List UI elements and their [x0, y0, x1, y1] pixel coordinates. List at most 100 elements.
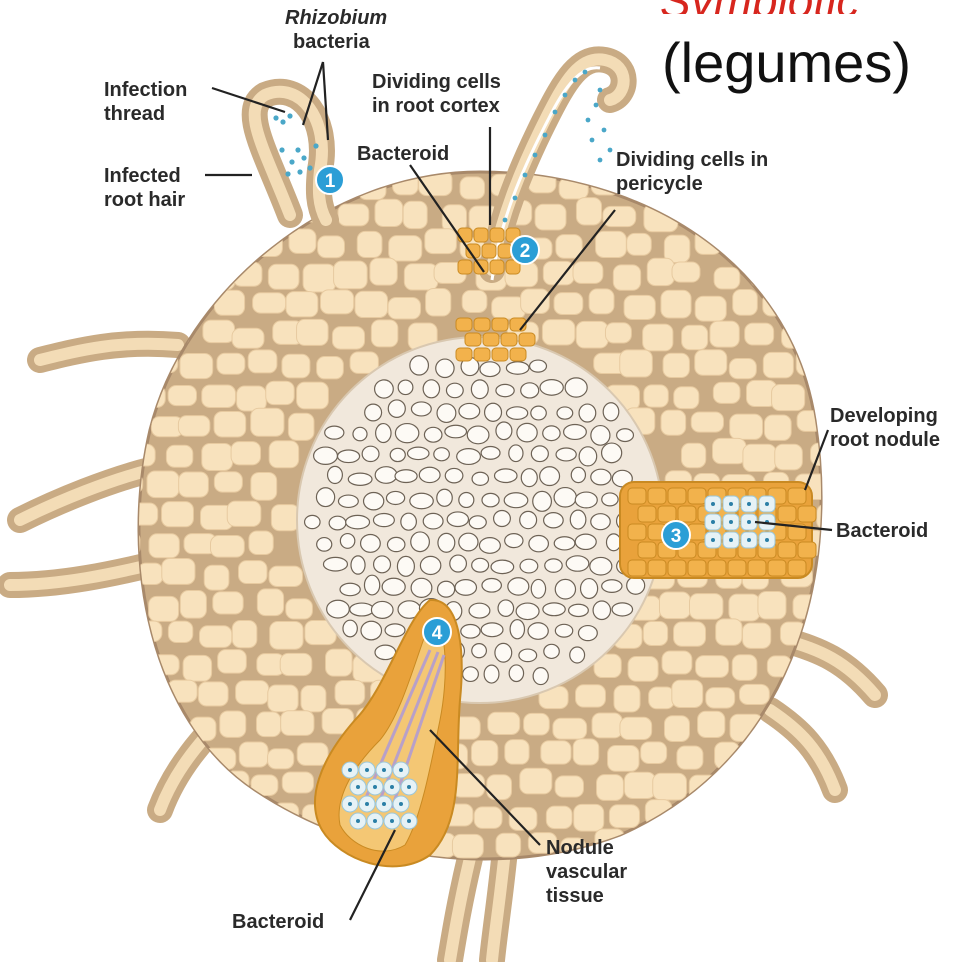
bacteroid-nucleus — [729, 538, 733, 542]
cortex-cell — [249, 531, 273, 555]
cortex-cell — [403, 201, 427, 228]
cortex-cell — [199, 798, 227, 825]
cortex-cell — [535, 204, 566, 230]
cortex-cell — [672, 262, 700, 282]
cortex-cell — [248, 350, 277, 373]
stele-cell — [323, 557, 347, 571]
cortex-cell — [318, 236, 345, 258]
bacteroid-nucleus — [348, 802, 352, 806]
stele-cell — [361, 534, 381, 552]
bacteroid-nucleus — [390, 785, 394, 789]
cortex-cell — [288, 838, 313, 859]
cortex-dividing-cell — [490, 228, 504, 242]
cortex-cell — [388, 298, 421, 320]
stele-cell — [423, 513, 443, 529]
cortex-cell — [576, 685, 606, 707]
bacteroid-nucleus — [711, 502, 715, 506]
cortex-cell — [728, 834, 762, 861]
label-rhizobium: Rhizobium — [285, 6, 387, 30]
pericycle-dividing-cell — [519, 333, 535, 346]
cortex-cell — [576, 198, 601, 225]
nodule-3-cell — [658, 506, 676, 522]
stele-cell — [530, 360, 547, 372]
cortex-cell — [236, 681, 269, 705]
cortex-cell — [592, 713, 622, 738]
bacterium — [598, 88, 603, 93]
cortex-cell — [541, 741, 571, 764]
bacteroid-nucleus — [765, 538, 769, 542]
cortex-cell — [589, 289, 614, 314]
cortex-cell — [574, 804, 604, 831]
stele-cell — [327, 600, 350, 618]
cortex-cell — [220, 711, 246, 737]
stele-cell — [578, 626, 597, 641]
cortex-cell — [713, 802, 743, 824]
cortex-dividing-cell — [498, 244, 512, 258]
stele-cell — [569, 604, 589, 616]
cortex-cell — [620, 717, 652, 739]
stele-cell — [602, 493, 618, 506]
cortex-cell — [743, 444, 776, 471]
cortex-cell — [695, 350, 727, 375]
stele-cell — [495, 643, 512, 662]
stele-cell — [423, 380, 439, 398]
label-nodule-vascular: Nodulevasculartissue — [546, 836, 627, 908]
cortex-cell — [710, 321, 739, 347]
cortex-cell — [487, 775, 512, 800]
cortex-cell — [811, 323, 844, 348]
cortex-cell — [202, 444, 233, 471]
stele-cell — [566, 556, 589, 571]
cortex-cell — [426, 288, 451, 316]
cortex-cell — [111, 532, 140, 556]
stele-cell — [373, 513, 394, 526]
stele-cell — [411, 402, 431, 416]
stele-cell — [411, 578, 432, 597]
stele-cell — [520, 511, 537, 528]
stele-cell — [447, 512, 468, 527]
stele-cell — [498, 600, 514, 616]
stele-cell — [570, 510, 586, 529]
bacterium — [295, 147, 300, 152]
cortex-cell — [136, 386, 166, 408]
stele-cell — [545, 559, 562, 572]
cortex-cell — [716, 619, 742, 645]
cortex-cell — [239, 742, 268, 767]
cortex-cell — [462, 290, 487, 312]
bacterium — [608, 148, 613, 153]
cortex-cell — [203, 320, 235, 343]
cortex-cell — [371, 320, 398, 347]
pericycle-dividing-cell — [492, 348, 508, 361]
stele-cell — [485, 403, 502, 421]
stele-cell — [612, 603, 633, 616]
label-dividing-pericycle: Dividing cells inpericycle — [616, 148, 768, 196]
stele-cell — [438, 581, 455, 597]
cortex-cell — [282, 354, 310, 378]
cortex-cell — [474, 807, 502, 829]
nodule-3-cell — [628, 488, 646, 504]
cortex-cell — [251, 234, 283, 257]
stele-cell — [531, 579, 545, 598]
stele-cell — [575, 492, 597, 508]
stele-cell — [591, 514, 610, 530]
cortex-cell — [288, 413, 314, 440]
cortex-cell — [761, 776, 793, 801]
bacterium — [513, 196, 518, 201]
nodule-3-cell — [668, 560, 686, 576]
cortex-cell — [326, 649, 353, 676]
cortex-cell — [505, 740, 529, 765]
cortex-cell — [614, 685, 640, 712]
stele-cell — [540, 467, 560, 486]
stele-cell — [517, 423, 537, 441]
cortex-cell — [232, 621, 257, 648]
label-infected-root-hair: Infectedroot hair — [104, 164, 185, 212]
nodule-3-cell — [678, 506, 696, 522]
nodule-3-cell — [748, 560, 766, 576]
stele-cell — [494, 511, 511, 527]
cortex-cell — [732, 655, 757, 681]
stele-cell — [593, 601, 610, 620]
cortex-cell — [680, 201, 706, 227]
cortex-cell — [603, 206, 636, 226]
stele-cell — [471, 380, 488, 399]
cortex-cell — [807, 200, 841, 228]
cortex-cell — [524, 713, 550, 735]
